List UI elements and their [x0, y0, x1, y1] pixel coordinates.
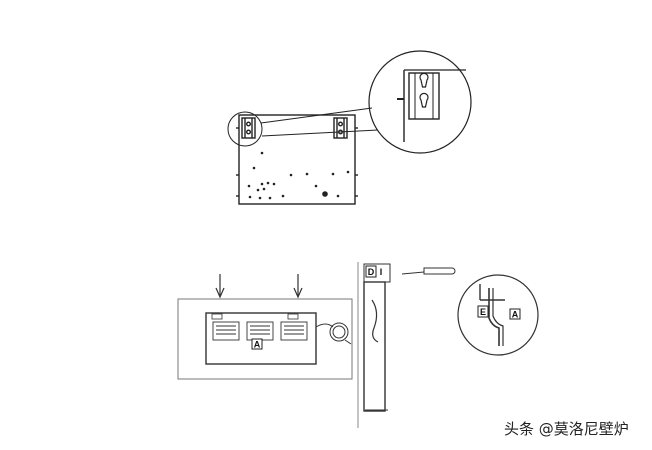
- bracket-side: [363, 263, 391, 283]
- callout-line-bottom: [261, 129, 379, 137]
- side-section-view: [357, 262, 391, 428]
- label-box-e: E: [477, 305, 489, 318]
- label-box-a: A: [251, 338, 263, 350]
- bracket-right: [333, 117, 348, 139]
- callout-line-top: [260, 107, 373, 124]
- label-a-detail: A: [512, 310, 519, 320]
- back-panel-view: [227, 107, 379, 205]
- front-view: [177, 274, 353, 380]
- zoom-detail-bracket: [368, 50, 472, 154]
- vent-grilles: [212, 321, 308, 341]
- back-panel-holes: [247, 151, 350, 200]
- cable-coil: [315, 322, 352, 345]
- back-panel: [238, 114, 356, 205]
- detail-hook-view: [457, 274, 539, 356]
- label-e: E: [480, 307, 486, 317]
- label-box-a2: A: [509, 308, 521, 320]
- screwdriver: [401, 267, 456, 275]
- fireplace-front: [205, 312, 317, 365]
- watermark: 头条 @莫洛尼壁炉: [504, 420, 629, 438]
- wall-recess: [177, 298, 353, 380]
- label-box-d: D I: [365, 265, 383, 278]
- label-a: A: [254, 340, 261, 350]
- unit-side: [363, 281, 386, 412]
- label-d: D: [368, 267, 375, 277]
- label-i: I: [380, 267, 383, 277]
- highlight-circle: [227, 111, 263, 147]
- bracket-left: [241, 117, 256, 139]
